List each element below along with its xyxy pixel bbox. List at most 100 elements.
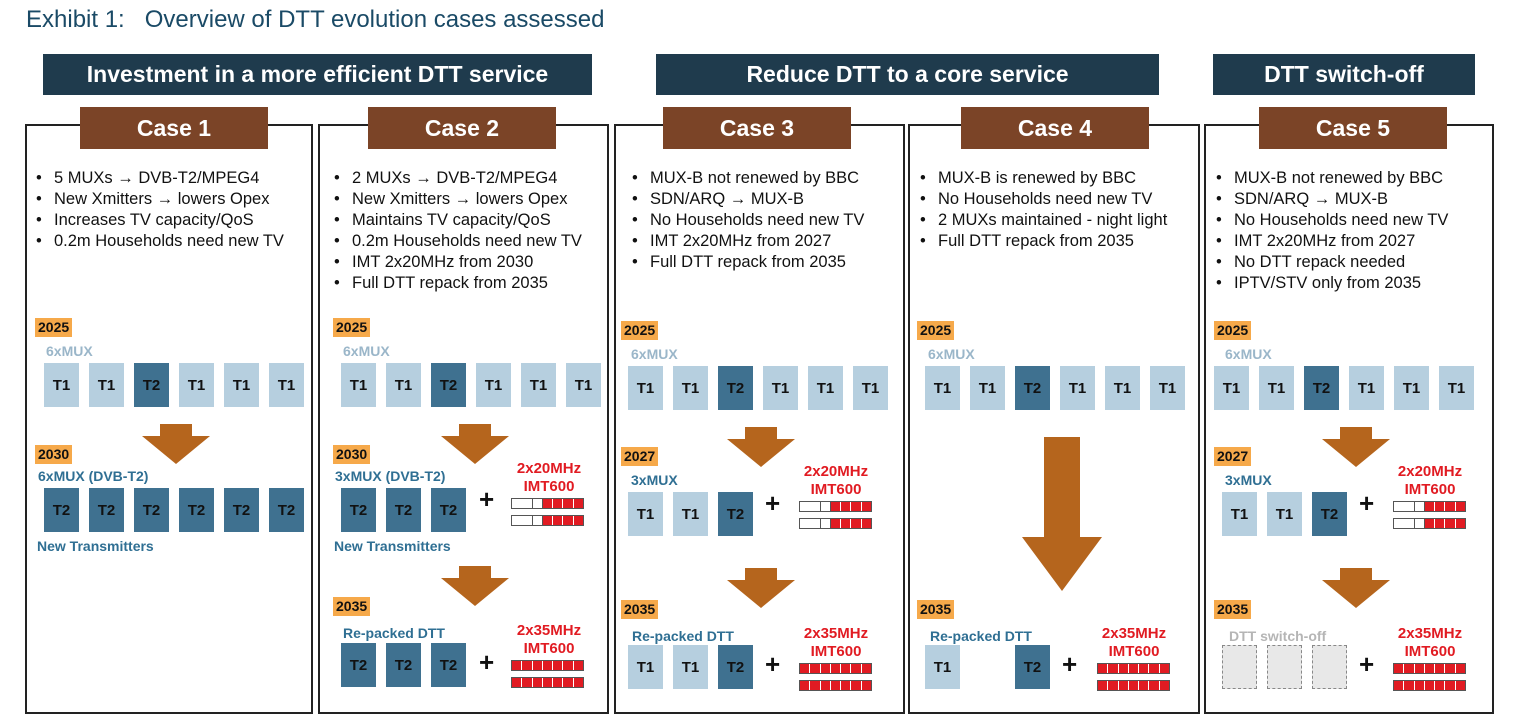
group-switch-off: DTT switch-off — [1213, 54, 1475, 95]
case-1-bullets: 5 MUXs → DVB-T2/MPEG4 New Xmitters → low… — [36, 168, 284, 252]
spectrum-bar — [511, 677, 584, 688]
year-tag: 2030 — [35, 445, 73, 464]
case-2-bullets: 2 MUXs → DVB-T2/MPEG4 New Xmitters → low… — [334, 168, 582, 294]
mux-box-t1: T1 — [970, 366, 1005, 410]
down-arrow-icon — [441, 566, 509, 606]
spectrum-bar — [511, 660, 584, 671]
mux-box-t2: T2 — [44, 488, 79, 532]
year-tag: 2025 — [333, 318, 371, 337]
year-tag: 2025 — [1214, 321, 1252, 340]
imt-band: IMT600 — [1404, 643, 1456, 660]
mux-box-t1: T1 — [1214, 366, 1249, 410]
mux-box-t2: T2 — [134, 488, 169, 532]
mux-box-t2: T2 — [341, 643, 376, 687]
bullet: No Households need new TV — [1216, 210, 1448, 231]
imt-band: IMT600 — [810, 643, 862, 660]
mux-box-t2: T2 — [718, 366, 753, 410]
bullet: 2 MUXs maintained - night light — [920, 210, 1167, 231]
year-tag: 2030 — [333, 445, 371, 464]
year-tag: 2035 — [917, 600, 955, 619]
imt-bandwidth: 2x20MHz — [803, 463, 869, 480]
mux-box-t1: T1 — [1439, 366, 1474, 410]
bullet: Increases TV capacity/QoS — [36, 210, 284, 231]
year-tag: 2027 — [1214, 447, 1252, 466]
mux-label: Re-packed DTT — [930, 628, 1032, 644]
group-efficient-dtt: Investment in a more efficient DTT servi… — [43, 54, 592, 95]
bullet: IMT 2x20MHz from 2030 — [334, 252, 582, 273]
mux-label: Re-packed DTT — [632, 628, 734, 644]
case-4-bullets: MUX-B is renewed by BBC No Households ne… — [920, 168, 1167, 252]
plus-icon: + — [1062, 649, 1078, 679]
spectrum-bar — [799, 501, 872, 512]
bullet: Full DTT repack from 2035 — [920, 231, 1167, 252]
spectrum-bar — [1393, 501, 1466, 512]
exhibit-title: Exhibit 1: Overview of DTT evolution cas… — [26, 6, 605, 33]
mux-label: 3xMUX (DVB-T2) — [335, 468, 446, 484]
mux-box-t1: T1 — [1349, 366, 1384, 410]
mux-box-t2: T2 — [718, 492, 753, 536]
year-tag: 2035 — [333, 597, 371, 616]
mux-box-t2: T2 — [718, 645, 753, 689]
group-core-service: Reduce DTT to a core service — [656, 54, 1159, 95]
bullet: IMT 2x20MHz from 2027 — [632, 231, 864, 252]
bullet: New Xmitters → lowers Opex — [36, 189, 284, 210]
bullet: SDN/ARQ → MUX-B — [632, 189, 864, 210]
plus-icon: + — [479, 647, 495, 677]
mux-box-t2: T2 — [1015, 645, 1050, 689]
mux-box-t1: T1 — [44, 363, 79, 407]
plus-icon: + — [479, 484, 495, 514]
spectrum-bar — [1097, 680, 1170, 691]
new-transmitters-note: New Transmitters — [37, 538, 154, 554]
mux-label: 6xMUX (DVB-T2) — [38, 468, 149, 484]
mux-label: 3xMUX — [631, 472, 678, 488]
down-arrow-icon — [142, 424, 210, 464]
mux-box-t1: T1 — [89, 363, 124, 407]
spectrum-bar — [799, 518, 872, 529]
mux-box-t1: T1 — [341, 363, 376, 407]
mux-box-t1: T1 — [853, 366, 888, 410]
bullet: No DTT repack needed — [1216, 252, 1448, 273]
case-2-label: Case 2 — [368, 107, 556, 149]
bullet: 2 MUXs → DVB-T2/MPEG4 — [334, 168, 582, 189]
long-down-arrow-icon — [1022, 437, 1102, 591]
spectrum-bar — [1393, 663, 1466, 674]
bullet: 0.2m Households need new TV — [36, 231, 284, 252]
mux-label: 6xMUX — [631, 346, 678, 362]
mux-box-t1: T1 — [1150, 366, 1185, 410]
bullet: MUX-B not renewed by BBC — [1216, 168, 1448, 189]
imt-bandwidth: 2x35MHz — [1101, 625, 1167, 642]
mux-box-t1: T1 — [386, 363, 421, 407]
plus-icon: + — [1359, 488, 1375, 518]
spectrum-bar — [799, 663, 872, 674]
year-tag: 2025 — [621, 321, 659, 340]
case-3-bullets: MUX-B not renewed by BBC SDN/ARQ → MUX-B… — [632, 168, 864, 273]
mux-box-t2: T2 — [89, 488, 124, 532]
bullet: IPTV/STV only from 2035 — [1216, 273, 1448, 294]
mux-box-t2: T2 — [134, 363, 169, 407]
mux-box-t2: T2 — [431, 363, 466, 407]
mux-box-t2: T2 — [179, 488, 214, 532]
down-arrow-icon — [441, 424, 509, 464]
down-arrow-icon — [727, 427, 795, 467]
bullet: No Households need new TV — [632, 210, 864, 231]
bullet: IMT 2x20MHz from 2027 — [1216, 231, 1448, 252]
mux-label: 6xMUX — [343, 343, 390, 359]
mux-label: 6xMUX — [1225, 346, 1272, 362]
imt-band: IMT600 — [1108, 643, 1160, 660]
mux-box-t2: T2 — [1312, 492, 1347, 536]
mux-box-t1: T1 — [673, 492, 708, 536]
plus-icon: + — [1359, 649, 1375, 679]
spectrum-bar — [511, 515, 584, 526]
bullet: MUX-B not renewed by BBC — [632, 168, 864, 189]
mux-label: 3xMUX — [1225, 472, 1272, 488]
case-4-label: Case 4 — [961, 107, 1149, 149]
mux-box-t2: T2 — [386, 488, 421, 532]
spectrum-bar — [1393, 680, 1466, 691]
year-tag: 2025 — [35, 318, 73, 337]
down-arrow-icon — [1322, 568, 1390, 608]
